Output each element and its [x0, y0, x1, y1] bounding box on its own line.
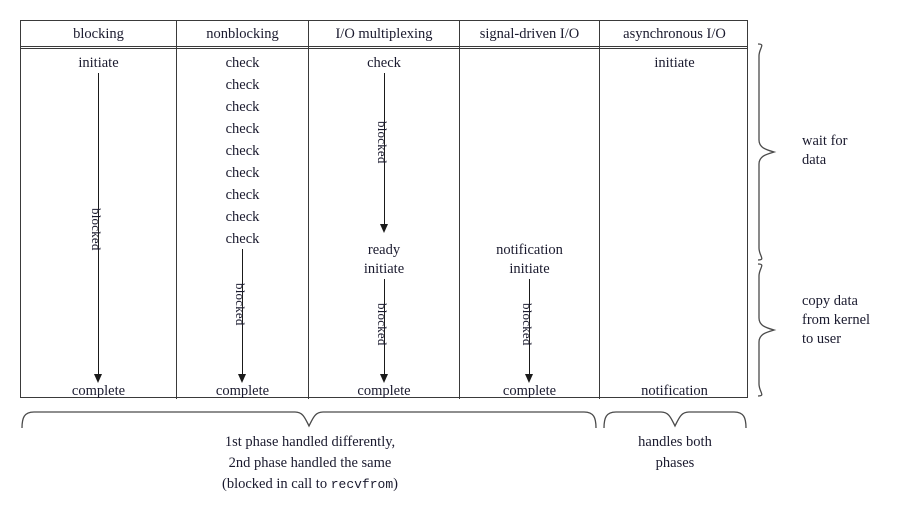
cell-signal-driven-notification: notification	[496, 242, 563, 258]
cell-multiplexing-initiate: initiate	[363, 261, 405, 277]
side-label-copy-data-line1: copy data	[802, 293, 858, 309]
bottom-label-first-phase-line1: 1st phase handled differently,	[224, 434, 396, 450]
brace-first-phase	[21, 411, 597, 429]
bottom-label-first-phase-line3-post: )	[393, 476, 398, 492]
arrow-blocking	[92, 73, 105, 383]
bottom-label-recvfrom-code: recvfrom	[330, 477, 394, 492]
bottom-label-first-phase-line3: (blocked in call to recvfrom)	[130, 474, 490, 495]
arrow-label-blocking-blocked: blocked	[89, 208, 104, 251]
side-label-wait-for-data-line2: data	[802, 152, 827, 168]
table-header-band	[21, 21, 747, 47]
side-label-copy-data-line2: from kernel	[802, 312, 871, 328]
cell-nonblocking-check-7: check	[225, 187, 260, 203]
bottom-label-handles-both: handles both phases	[600, 432, 750, 474]
side-label-wait-for-data-line1: wait for	[802, 133, 848, 149]
cell-nonblocking-check-3: check	[225, 99, 260, 115]
cell-blocking-complete: complete	[71, 383, 126, 399]
io-models-table: blocking nonblocking I/O multiplexing si…	[20, 20, 748, 399]
arrow-label-nonblocking-blocked: blocked	[233, 283, 248, 326]
cell-multiplexing-ready: ready	[367, 242, 401, 258]
bottom-label-handles-both-line2: phases	[655, 455, 695, 471]
cell-signal-driven-initiate: initiate	[509, 261, 550, 277]
arrow-signal-driven	[523, 279, 536, 383]
cell-signal-driven-complete: complete	[502, 383, 557, 399]
bottom-label-handles-both-line1: handles both	[638, 434, 712, 450]
arrow-label-multiplexing-blocked-1: blocked	[375, 121, 390, 164]
arrow-multiplexing-phase1	[378, 73, 391, 233]
column-separator-2	[308, 21, 309, 399]
cell-asynchronous-notification: notification	[641, 383, 708, 399]
column-separator-3	[459, 21, 460, 399]
column-header-io-multiplexing: I/O multiplexing	[335, 26, 433, 42]
cell-nonblocking-check-4: check	[225, 121, 260, 137]
side-label-copy-data: copy data from kernel to user	[802, 292, 870, 349]
bottom-label-first-phase-line2: 2nd phase handled the same	[228, 455, 392, 471]
brace-copy-data	[757, 263, 777, 397]
cell-multiplexing-check: check	[367, 55, 401, 71]
arrow-nonblocking	[236, 249, 249, 383]
cell-multiplexing-complete: complete	[357, 383, 411, 399]
cell-nonblocking-check-6: check	[225, 165, 260, 181]
arrow-multiplexing-phase2	[378, 279, 391, 383]
arrow-label-signal-driven-blocked: blocked	[520, 303, 535, 346]
column-header-signal-driven-io: signal-driven I/O	[479, 26, 580, 42]
column-separator-1	[176, 21, 177, 399]
column-separator-4	[599, 21, 600, 399]
brace-handles-both	[603, 411, 747, 429]
column-header-asynchronous-io: asynchronous I/O	[623, 26, 726, 42]
cell-nonblocking-check-5: check	[225, 143, 260, 159]
table-header-double-rule	[21, 48, 747, 50]
cell-asynchronous-initiate: initiate	[654, 55, 695, 71]
side-label-copy-data-line3: to user	[802, 331, 842, 347]
cell-nonblocking-complete: complete	[215, 383, 270, 399]
cell-nonblocking-check-2: check	[225, 77, 260, 93]
cell-blocking-initiate: initiate	[78, 55, 119, 71]
cell-nonblocking-check-8: check	[225, 209, 260, 225]
column-header-nonblocking: nonblocking	[206, 26, 279, 42]
cell-nonblocking-check-9: check	[225, 231, 260, 247]
bottom-label-first-phase-line3-pre: (blocked in call to	[222, 476, 331, 492]
side-label-wait-for-data: wait for data	[802, 132, 848, 170]
brace-wait-for-data	[757, 43, 777, 261]
cell-nonblocking-check-1: check	[225, 55, 260, 71]
column-header-blocking: blocking	[73, 26, 124, 42]
arrow-label-multiplexing-blocked-2: blocked	[375, 303, 390, 346]
bottom-label-first-phase: 1st phase handled differently, 2nd phase…	[130, 432, 490, 495]
